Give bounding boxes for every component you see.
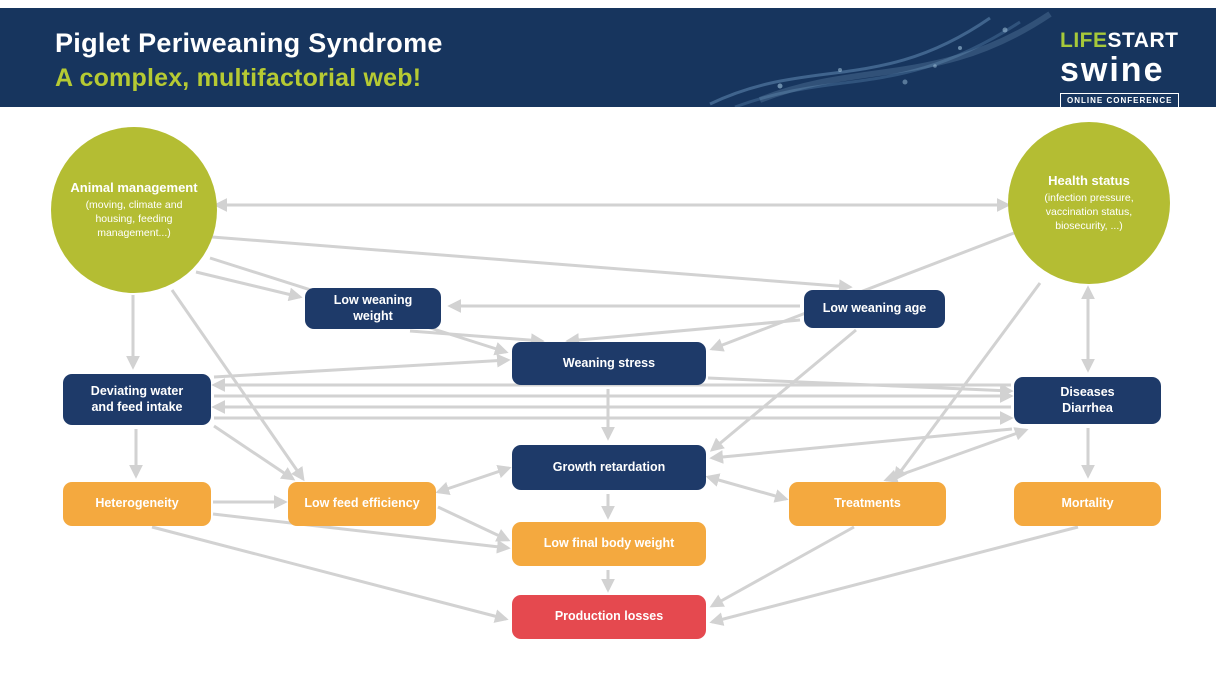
page-subtitle: A complex, multifactorial web!: [55, 64, 422, 92]
node-title: Health status: [1048, 172, 1130, 188]
header-bar: Piglet Periweaning Syndrome A complex, m…: [0, 8, 1216, 109]
logo-swine-text: swine: [1060, 51, 1165, 89]
node-heterogeneity: Heterogeneity: [63, 482, 211, 526]
node-animal-management: Animal management (moving, climate and h…: [51, 127, 217, 293]
node-low-feed-efficiency: Low feed efficiency: [288, 482, 436, 526]
node-health-status: Health status (infection pressure, vacci…: [1008, 122, 1170, 284]
node-low-weaning-weight: Low weaning weight: [305, 288, 441, 329]
logo-start-text: START: [1107, 29, 1179, 52]
node-subtitle: (infection pressure, vaccination status,…: [1044, 191, 1134, 233]
online-conference-badge: ONLINE CONFERENCE: [1060, 93, 1180, 109]
node-treatments: Treatments: [789, 482, 946, 526]
logo-lifestart: LIFESTART: [1060, 30, 1190, 51]
node-production-losses: Production losses: [512, 595, 706, 639]
node-growth-retardation: Growth retardation: [512, 445, 706, 490]
dna-decoration-graphic: [709, 11, 1052, 107]
node-weaning-stress: Weaning stress: [512, 342, 706, 385]
page-title: Piglet Periweaning Syndrome: [55, 28, 443, 58]
node-low-weaning-age: Low weaning age: [804, 290, 945, 328]
lifestart-swine-logo: LIFESTART swine ONLINE CONFERENCE: [1060, 30, 1190, 109]
node-subtitle: (moving, climate and housing, feeding ma…: [85, 198, 183, 240]
node-deviating-water-and-feed-intake: Deviating water and feed intake: [63, 374, 211, 425]
node-mortality: Mortality: [1014, 482, 1161, 526]
node-low-final-body-weight: Low final body weight: [512, 522, 706, 566]
logo-life-text: LIFE: [1060, 29, 1108, 52]
node-title: Animal management: [70, 179, 198, 195]
node-diseases-diarrhea: Diseases Diarrhea: [1014, 377, 1161, 424]
